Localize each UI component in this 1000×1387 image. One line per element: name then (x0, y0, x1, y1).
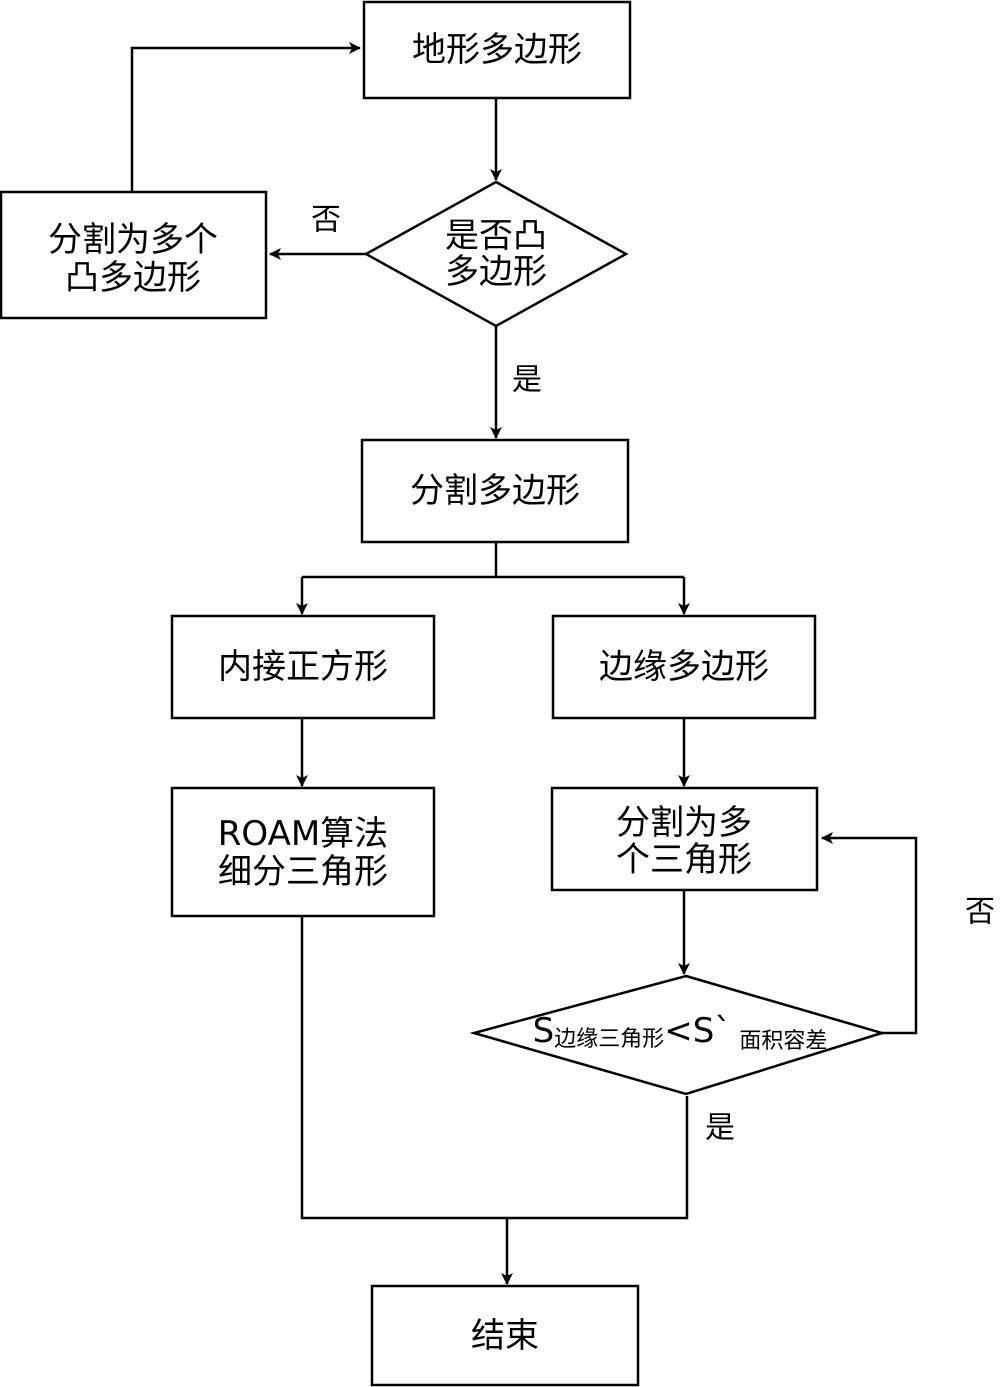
node-inscribed-square: 内接正方形 (170, 614, 436, 720)
split-triangles-label-line1: 分割为多 (616, 803, 752, 843)
area-check-sub2: 面积容差 (739, 1029, 827, 1054)
node-split-polygon: 分割多边形 (360, 438, 630, 544)
edge-polygon-label: 边缘多边形 (599, 647, 769, 687)
split-triangles-label-line2: 个三角形 (616, 840, 752, 880)
arrow-loop-back-to-terrain (130, 42, 361, 192)
edge-label-yes-area: 是 (705, 1111, 735, 1146)
area-check-op: < (664, 1011, 693, 1051)
area-check-sub1: 边缘三角形 (554, 1027, 664, 1052)
edge-label-no-area: 否 (965, 895, 995, 930)
node-area-check: S边缘三角形<S` 面积容差 (469, 974, 887, 1096)
end-label: 结束 (471, 1316, 539, 1356)
split-convex-label-line1: 分割为多个 (48, 220, 218, 260)
node-split-triangles: 分割为多 个三角形 (550, 786, 819, 892)
convex-check-label-line2: 多边形 (445, 252, 547, 292)
node-edge-polygon: 边缘多边形 (551, 614, 817, 720)
edge-label-no-convex: 否 (311, 203, 341, 238)
terrain-polygon-label: 地形多边形 (412, 30, 582, 70)
convex-check-label-line1: 是否凸 (445, 216, 547, 256)
node-terrain-polygon: 地形多边形 (362, 0, 632, 100)
roam-label-line2: 细分三角形 (218, 852, 388, 892)
roam-label-line1: ROAM算法 (218, 814, 388, 854)
node-convex-check: 是否凸 多边形 (363, 180, 629, 328)
node-split-convex: 分割为多个 凸多边形 (0, 190, 268, 320)
arrow-area-check-no-loop (821, 832, 918, 1035)
area-check-s1: S (533, 1011, 555, 1051)
area-check-formula: S边缘三角形<S` 面积容差 (533, 1011, 828, 1054)
edge-label-yes-convex: 是 (512, 363, 542, 398)
split-polygon-label: 分割多边形 (410, 471, 580, 511)
area-check-s2: S` (693, 1011, 732, 1051)
inscribed-square-label: 内接正方形 (218, 647, 388, 687)
connectors (130, 42, 918, 1285)
node-end: 结束 (370, 1284, 640, 1387)
connector-roam-to-merge (300, 916, 689, 1220)
split-convex-label-line2: 凸多边形 (65, 258, 201, 298)
node-roam: ROAM算法 细分三角形 (170, 786, 436, 918)
